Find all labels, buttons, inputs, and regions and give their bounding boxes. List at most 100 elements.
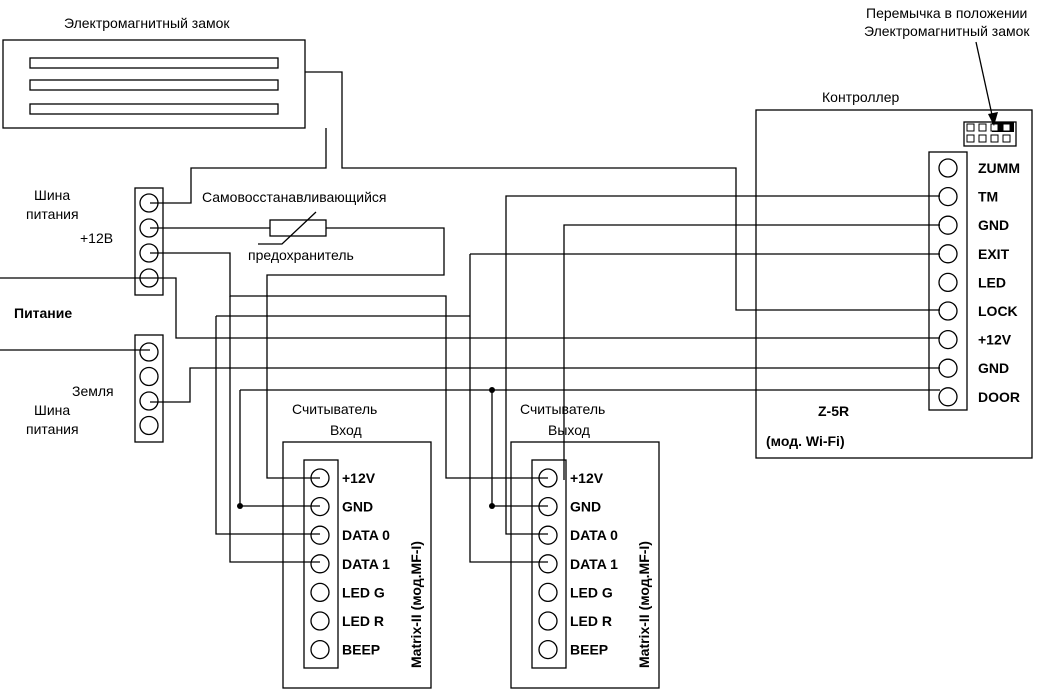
jumper-note-line1: Перемычка в положении bbox=[866, 5, 1027, 21]
controller-terminal bbox=[938, 329, 958, 350]
fuse-ptc-mark bbox=[258, 211, 317, 245]
reader-out-terminal-label: LED G bbox=[570, 584, 613, 600]
ground-bus-terminal bbox=[139, 366, 159, 387]
reader-in-terminal bbox=[310, 639, 330, 660]
junction-dot bbox=[489, 387, 495, 393]
controller-terminal-label: +12V bbox=[978, 332, 1012, 348]
reader-out-terminal-label: GND bbox=[570, 499, 601, 515]
reader-out-title-line1: Считыватель bbox=[520, 401, 605, 417]
reader-in-terminal bbox=[310, 554, 330, 574]
junction-dot bbox=[237, 503, 243, 509]
jumper-pin bbox=[990, 134, 999, 143]
junction-dot bbox=[489, 503, 495, 509]
reader-out-model: Matrix-II (мод.MF-I) bbox=[636, 541, 652, 668]
reader-in-title-line2: Вход bbox=[330, 422, 362, 438]
jumper-pin bbox=[978, 123, 987, 132]
jumper-header bbox=[963, 121, 1017, 147]
ground-bus-label-line1: Шина bbox=[34, 402, 70, 418]
resettable-fuse: Самовосстанавливающийся предохранитель bbox=[202, 189, 387, 263]
reader-out-terminal-label: +12V bbox=[570, 470, 604, 486]
ground-bus-terminal bbox=[139, 391, 159, 411]
wire-fuse-out bbox=[266, 227, 445, 479]
wire-lock-lock bbox=[305, 71, 940, 311]
ground-bus-terminal bbox=[139, 415, 159, 436]
controller-terminal bbox=[938, 301, 958, 321]
reader-in-terminal-label: DATA 1 bbox=[342, 556, 390, 572]
controller-terminal-label: EXIT bbox=[978, 246, 1010, 262]
wire-data0-in bbox=[215, 316, 320, 535]
reader-out-terminal bbox=[538, 582, 558, 603]
wire-data1-out-b bbox=[469, 254, 548, 563]
wire-plus-controller bbox=[150, 277, 940, 339]
reader-out-terminal-label: DATA 0 bbox=[570, 527, 618, 543]
reader-out-terminal-label: DATA 1 bbox=[570, 556, 618, 572]
lock-plate-1 bbox=[29, 57, 279, 69]
jumper-pin bbox=[966, 134, 975, 143]
plus-bus-label-line1: Шина bbox=[34, 187, 70, 203]
controller-terminal bbox=[938, 272, 958, 293]
plus-bus-voltage-label: +12В bbox=[80, 230, 113, 246]
reader-out-title-line2: Выход bbox=[548, 422, 590, 438]
jumper-pin bbox=[978, 134, 987, 143]
fuse-label-line2: предохранитель bbox=[248, 247, 354, 263]
fuse-label-line1: Самовосстанавливающийся bbox=[202, 189, 387, 205]
controller-terminal bbox=[938, 387, 958, 407]
reader-in-terminal-label: LED R bbox=[342, 613, 384, 629]
reader-in-terminal bbox=[310, 611, 330, 631]
wire-plus-reader-out bbox=[150, 252, 548, 479]
controller-terminal-label: GND bbox=[978, 217, 1009, 233]
reader-in-terminal-label: LED G bbox=[342, 584, 385, 600]
lock-plate-2 bbox=[29, 79, 279, 91]
jumper-pin bbox=[1002, 123, 1011, 132]
reader-in: +12V GND DATA 0 DATA 1 LED G LED R BEEP Считыв… bbox=[282, 401, 432, 689]
controller-terminal bbox=[938, 358, 958, 378]
controller-terminal-label: GND bbox=[978, 360, 1009, 376]
controller-terminal bbox=[938, 244, 958, 264]
reader-in-terminal-label: BEEP bbox=[342, 642, 380, 658]
controller-terminal-label: LOCK bbox=[978, 303, 1018, 319]
reader-in-terminal-label: GND bbox=[342, 499, 373, 515]
controller: Контроллер ZUMMTMGNDEXITLEDLOCK+12VGNDDO… bbox=[755, 5, 1033, 459]
controller-terminal-label: ZUMM bbox=[978, 160, 1020, 176]
reader-in-title-line1: Считыватель bbox=[292, 401, 377, 417]
wire-tm-data0-out bbox=[505, 195, 940, 535]
controller-terminal-label: DOOR bbox=[978, 389, 1020, 405]
reader-in-terminal-label: DATA 0 bbox=[342, 527, 390, 543]
controller-terminal-label: LED bbox=[978, 274, 1006, 290]
reader-out-terminal-label: LED R bbox=[570, 613, 612, 629]
controller-terminal-label: TM bbox=[978, 189, 998, 205]
fuse-body bbox=[269, 219, 327, 237]
reader-in-terminal bbox=[310, 525, 330, 545]
jumper-pin bbox=[966, 123, 975, 132]
controller-body bbox=[755, 109, 1033, 459]
controller-terminal bbox=[938, 186, 958, 207]
jumper-note-line2: Электромагнитный замок bbox=[864, 23, 1030, 39]
power-bus-plus: Шина питания +12В bbox=[26, 187, 164, 296]
electromagnetic-lock: Электромагнитный замок bbox=[2, 15, 306, 129]
reader-in-terminal-label: +12V bbox=[342, 470, 376, 486]
lock-plate-3 bbox=[29, 103, 279, 115]
reader-out-terminal bbox=[538, 639, 558, 660]
lock-title: Электромагнитный замок bbox=[64, 15, 230, 31]
controller-terminal bbox=[938, 158, 958, 178]
wire-lock-plus bbox=[150, 128, 327, 204]
jumper-pointer-arrow bbox=[988, 112, 998, 126]
wire-data1-in bbox=[229, 296, 320, 563]
controller-terminal bbox=[938, 215, 958, 235]
controller-variant: (мод. Wi-Fi) bbox=[766, 433, 845, 449]
jumper-pin bbox=[990, 123, 999, 132]
reader-out-terminal bbox=[538, 611, 558, 631]
ground-bus-label: Земля bbox=[72, 383, 114, 399]
reader-out-terminal bbox=[538, 554, 558, 574]
power-main-label: Питание bbox=[14, 305, 72, 321]
ground-bus-label-line2: питания bbox=[26, 421, 79, 437]
wire-data1-out bbox=[563, 224, 940, 480]
wire-gnd-controller bbox=[150, 367, 940, 403]
ground-bus-terminal bbox=[139, 342, 159, 362]
power-bus-ground: Земля Шина питания bbox=[26, 334, 164, 443]
reader-in-model: Matrix-II (мод.MF-I) bbox=[408, 541, 424, 668]
jumper-pin bbox=[1002, 134, 1011, 143]
reader-out-terminal bbox=[538, 525, 558, 545]
